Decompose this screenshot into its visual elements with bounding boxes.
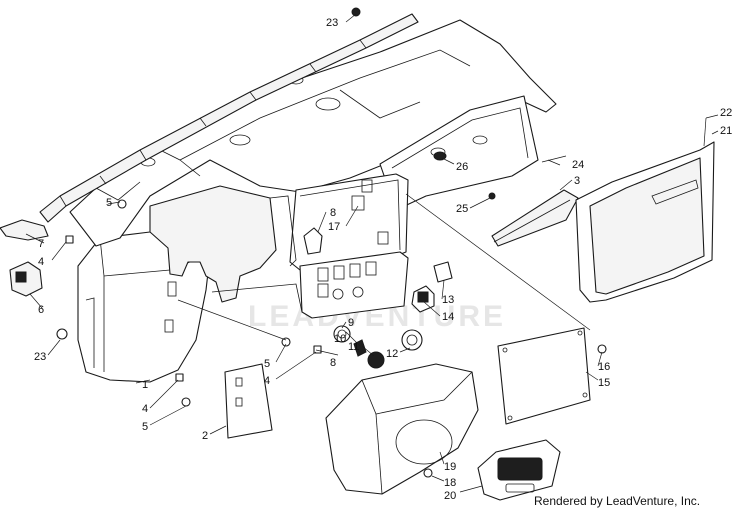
callout-8: 8: [330, 207, 336, 219]
callout-9: 9: [348, 317, 354, 329]
callout-1: 1: [142, 379, 148, 391]
callout-23: 23: [326, 17, 338, 29]
dashboard-main: [0, 13, 557, 319]
knob-11: [367, 351, 385, 369]
callout-12: 12: [386, 348, 398, 360]
access-plate-15: [497, 327, 591, 425]
callout-7: 7: [38, 238, 44, 250]
leader-lines: [25, 13, 719, 493]
nut-4b: [313, 345, 322, 354]
callout-14: 14: [442, 311, 454, 323]
callout-24: 24: [572, 159, 584, 171]
switch-6: [9, 261, 43, 297]
glovebox-door: [575, 141, 715, 303]
callout-20: 20: [444, 490, 456, 502]
fastener-18: [423, 468, 433, 478]
trim-bar-3: [491, 189, 579, 247]
instrument-hood-19: [325, 363, 479, 495]
lower-panel-2: [224, 363, 273, 439]
callout-5: 5: [142, 421, 148, 433]
fastener-16: [597, 344, 607, 354]
callout-8: 8: [330, 357, 336, 369]
fastener-23a: [351, 7, 361, 17]
callout-26: 26: [456, 161, 468, 173]
callout-25: 25: [456, 203, 468, 215]
callout-23: 23: [34, 351, 46, 363]
nut-4c: [175, 373, 184, 382]
callout-13: 13: [442, 294, 454, 306]
callout-21: 21: [720, 125, 732, 137]
fastener-23b: [56, 328, 68, 340]
clip-10: [353, 339, 367, 357]
fitting-8a: [303, 227, 323, 255]
fastener-5a: [117, 199, 127, 209]
callout-15: 15: [598, 377, 610, 389]
callout-16: 16: [598, 361, 610, 373]
callout-5: 5: [106, 197, 112, 209]
callout-6: 6: [38, 304, 44, 316]
callout-2: 2: [202, 430, 208, 442]
callout-11: 11: [348, 341, 359, 353]
callout-5: 5: [264, 358, 270, 370]
callout-22: 22: [720, 107, 732, 119]
gauge-cluster-20: [477, 439, 561, 501]
callout-4: 4: [142, 403, 148, 415]
render-credit: Rendered by LeadVenture, Inc.: [534, 494, 701, 508]
callout-10: 10: [334, 333, 346, 345]
socket-12: [401, 329, 423, 351]
callout-4: 4: [38, 256, 44, 268]
callout-17: 17: [328, 221, 340, 233]
fastener-5c: [181, 397, 191, 407]
ring-9: [333, 325, 351, 343]
pin-24: [541, 155, 567, 163]
spring-25: [488, 192, 496, 200]
callout-19: 19: [444, 461, 456, 473]
callout-4: 4: [264, 375, 270, 387]
grommet-26: [433, 151, 447, 161]
callout-18: 18: [444, 477, 456, 489]
fastener-5b: [281, 337, 291, 347]
callout-3: 3: [574, 175, 580, 187]
callout-labels: 23 22 21 24 26 3 25 5 8 17 7 4 6 13 14 2…: [34, 17, 732, 502]
plug-13: [433, 261, 453, 283]
nut-4a: [65, 235, 74, 244]
